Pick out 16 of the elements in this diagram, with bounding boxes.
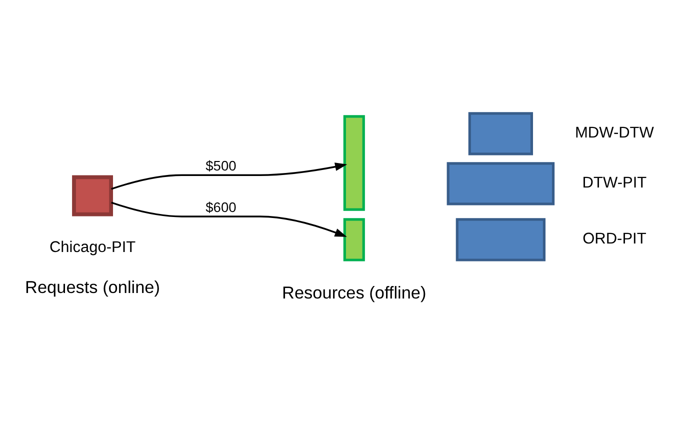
label: Resources (offline)	[282, 282, 426, 302]
node-label: ORD-PIT	[582, 230, 646, 248]
node-label: Chicago-PIT	[49, 239, 136, 256]
node-bar	[343, 218, 365, 262]
node-bar	[456, 218, 546, 262]
arrow	[111, 202, 347, 237]
edge-label: $600	[206, 200, 236, 215]
node-label: DTW-PIT	[582, 174, 647, 192]
node-bar	[468, 112, 534, 156]
node-box	[72, 175, 113, 216]
node-bar	[446, 162, 555, 206]
node-bar	[343, 115, 365, 211]
node-label: MDW-DTW	[575, 124, 654, 142]
label: Requests (online)	[25, 277, 160, 298]
arrow	[111, 162, 348, 190]
edge-label: $500	[206, 158, 236, 174]
